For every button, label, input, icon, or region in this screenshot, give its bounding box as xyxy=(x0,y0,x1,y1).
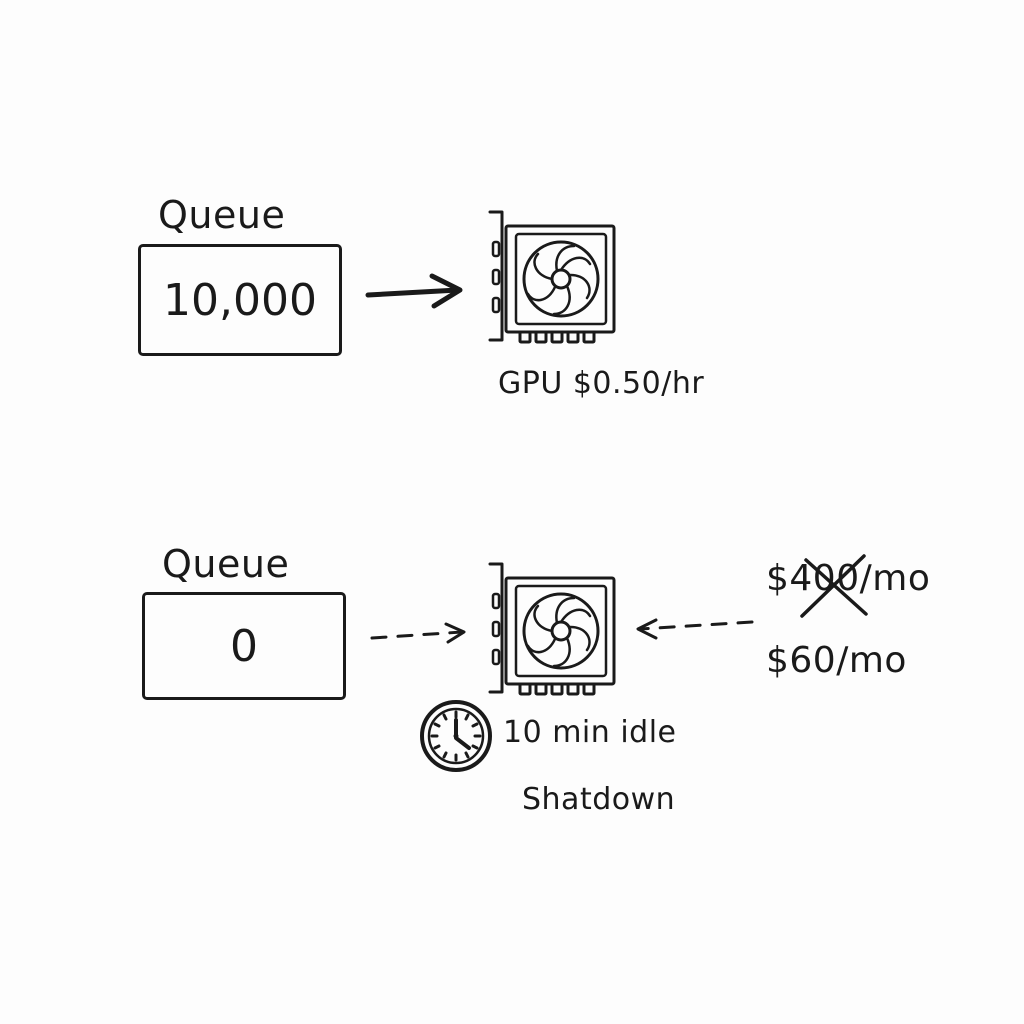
old-cost: $400/mo xyxy=(766,558,931,599)
bottom-gpu-card-icon xyxy=(488,562,616,696)
clock-icon xyxy=(420,700,492,772)
cost-dashed-arrow-left-icon xyxy=(636,618,754,640)
shutdown-note: Shatdown xyxy=(522,782,676,817)
bottom-queue-label: Queue xyxy=(162,542,290,586)
top-gpu-card-icon xyxy=(488,210,616,344)
top-queue-box: 10,000 xyxy=(138,244,342,356)
bottom-queue-value: 0 xyxy=(230,620,258,672)
bottom-dashed-arrow-right-icon xyxy=(370,622,466,644)
top-queue-label: Queue xyxy=(158,193,286,237)
bottom-queue-box: 0 xyxy=(142,592,346,700)
top-arrow-right-icon xyxy=(365,273,463,309)
strike-through-mark xyxy=(800,554,868,618)
gpu-price-caption: GPU $0.50/hr xyxy=(498,366,705,401)
new-cost: $60/mo xyxy=(766,640,907,681)
idle-note: 10 min idle xyxy=(503,715,677,750)
top-queue-value: 10,000 xyxy=(163,274,317,326)
